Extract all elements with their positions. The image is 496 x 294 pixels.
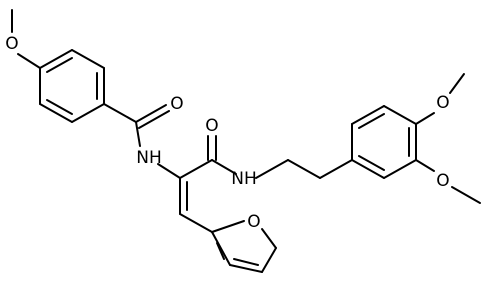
bond-furan-b bbox=[261, 228, 277, 249]
bond-vinyl-furan bbox=[179, 213, 213, 233]
amide-nitrogen-right: NH bbox=[231, 169, 257, 189]
bond-carbonyl-n bbox=[135, 121, 141, 147]
bond-o-right-methyl bbox=[451, 186, 481, 204]
bond-n-ch2 bbox=[255, 159, 289, 179]
bond-ring2-b bbox=[351, 105, 385, 125]
bond-ring2-f-inner bbox=[358, 155, 385, 171]
bond-ring1-a-inner bbox=[46, 57, 73, 73]
bond-furan-c bbox=[261, 247, 277, 273]
bond-ring1-e-inner bbox=[46, 99, 73, 115]
bond-furan-e-inner bbox=[216, 242, 225, 260]
bond-ch2-ch2 bbox=[287, 159, 321, 179]
bond-ring1-e bbox=[39, 103, 73, 123]
bond-carbonyl-o-b bbox=[138, 110, 170, 129]
bond-furan-d bbox=[229, 264, 263, 273]
bonds bbox=[11, 9, 481, 273]
methoxy-oxygen-right: O bbox=[436, 171, 449, 191]
methoxy-oxygen-left: O bbox=[5, 34, 18, 54]
bond-ring2-b-inner bbox=[358, 113, 385, 129]
bond-ring1-b bbox=[71, 49, 105, 69]
carbonyl-oxygen-left: O bbox=[170, 94, 183, 114]
bond-carbonyl-o-a bbox=[135, 104, 167, 123]
bond-o-ring bbox=[17, 53, 41, 69]
bond-ring2-c bbox=[383, 105, 417, 125]
bond-furan-d-inner bbox=[233, 258, 259, 266]
bond-ring2-o-right bbox=[415, 159, 435, 172]
bond-ring1-a bbox=[39, 49, 73, 69]
bond-ring2-e bbox=[383, 159, 417, 179]
bond-carbonyl2-n bbox=[211, 159, 237, 175]
bond-ring1-d bbox=[71, 103, 105, 123]
bond-ch2-ring bbox=[319, 159, 353, 179]
bond-ring2-o-top bbox=[415, 112, 435, 125]
bond-ring2-f bbox=[351, 159, 385, 179]
methoxy-oxygen-top-right: O bbox=[436, 93, 449, 113]
bond-alkene-carbonyl bbox=[179, 159, 213, 179]
atom-labels: O O NH O NH O O O bbox=[5, 34, 449, 232]
bond-furan-a bbox=[211, 220, 245, 233]
carbonyl-oxygen-right: O bbox=[205, 116, 218, 136]
bond-furan-e bbox=[211, 231, 231, 266]
furan-oxygen: O bbox=[247, 212, 260, 232]
bond-ring-carbonyl bbox=[103, 103, 137, 123]
bond-o-top-methyl bbox=[449, 73, 465, 94]
bond-n-alkene bbox=[157, 163, 181, 179]
amide-nitrogen-left: NH bbox=[136, 148, 162, 168]
